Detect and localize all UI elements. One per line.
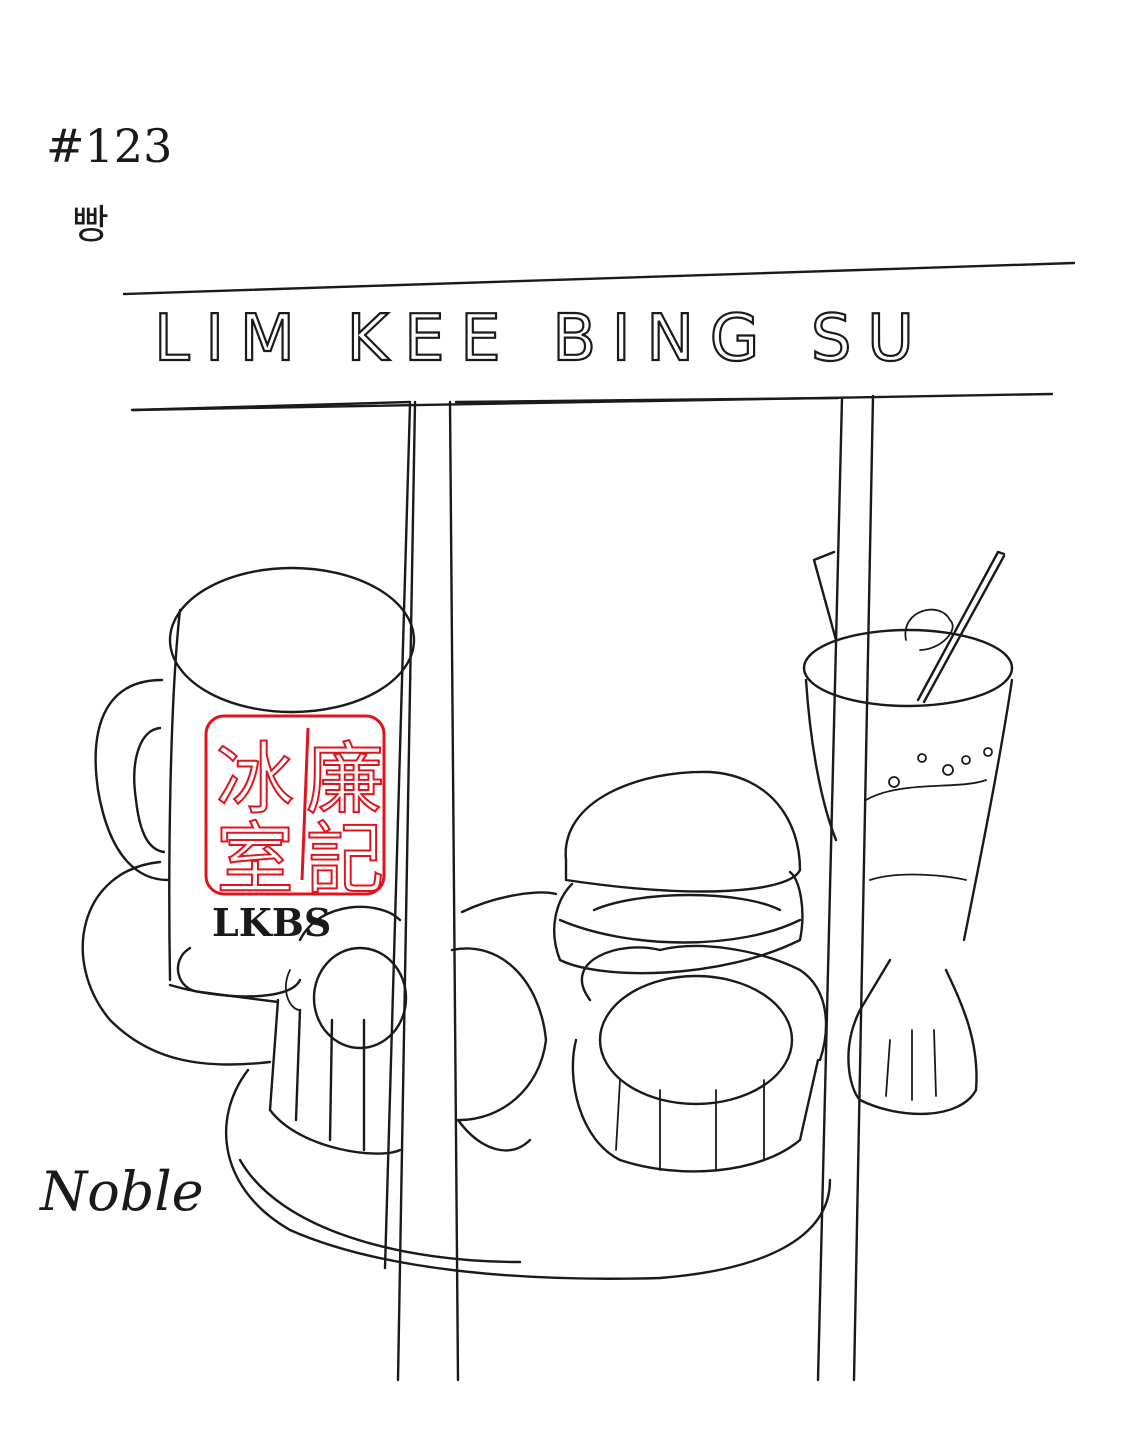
pastry-left	[268, 905, 548, 1155]
window-frame	[131, 394, 875, 1382]
pastry-right	[571, 944, 828, 1173]
stamp-char-1: 廉	[306, 735, 384, 825]
drink-glass	[802, 550, 1014, 1116]
mug-code: LKBS	[212, 900, 331, 945]
sketch-number: #123	[46, 119, 172, 173]
signboard-text: LIM KEE BING SU	[154, 302, 914, 376]
signboard: LIM KEE BING SU	[122, 261, 1076, 412]
sketch-subtitle: 빵	[72, 202, 109, 248]
stamp-char-4: 室	[216, 815, 294, 905]
stamp-char-2: 記	[306, 815, 384, 905]
pastry-bun	[553, 770, 804, 975]
signature: Noble	[38, 1160, 204, 1223]
stamp-char-3: 冰	[216, 735, 294, 825]
mug: 廉 記 冰 室 LKBS	[94, 566, 416, 998]
mug-stamp	[204, 714, 386, 896]
plate	[225, 891, 832, 1280]
